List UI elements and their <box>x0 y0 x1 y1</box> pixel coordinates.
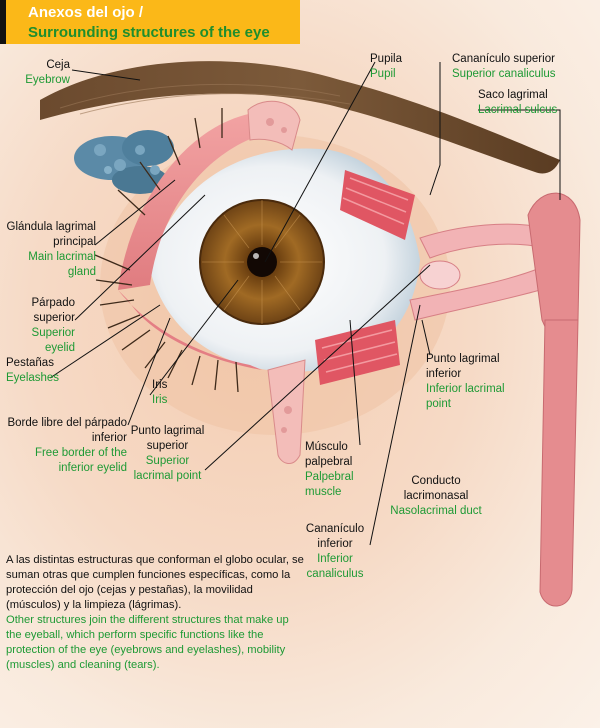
label-palpebral-muscle: Músculo palpebral Palpebral muscle <box>305 441 354 498</box>
upper-muscle-shape <box>340 170 415 240</box>
label-inferior-canaliculus: Cananículo inferior Inferior canaliculus <box>305 523 365 580</box>
label-eyelashes: Pestañas Eyelashes <box>6 357 60 384</box>
title-bar: Anexos del ojo / Surrounding structures … <box>0 0 300 44</box>
description-text: A las distintas estructuras que conforma… <box>6 553 306 673</box>
eyebrow-shape <box>40 61 560 174</box>
nasolacrimal-duct-shape <box>539 319 579 607</box>
label-lacrimal-gland: Glándula lagrimal principal Main lacrima… <box>6 221 97 278</box>
upper-eyelid-shape <box>118 112 270 290</box>
label-superior-eyelid: Párpado superior Superior eyelid <box>31 297 75 354</box>
label-iris: Iris Iris <box>152 379 168 406</box>
description-english: Other structures join the different stru… <box>6 614 289 671</box>
title-spanish: Anexos del ojo / <box>28 4 144 21</box>
label-inferior-lacrimal-point: Punto lagrimal inferior Inferior lacrima… <box>426 353 505 410</box>
pupil-shape <box>247 247 277 277</box>
description-spanish: A las distintas estructuras que conforma… <box>6 554 304 611</box>
label-eyebrow: Ceja Eyebrow <box>25 59 70 86</box>
title-english: Surrounding structures of the eye <box>28 24 270 41</box>
label-superior-canaliculus: Cananículo superior Superior canaliculus <box>452 53 556 80</box>
superior-canaliculus-shape <box>419 223 547 259</box>
label-free-border: Borde libre del párpado inferior Free bo… <box>7 417 127 474</box>
label-nasolacrimal-duct: Conducto lacrimonasal Nasolacrimal duct <box>390 475 482 517</box>
label-superior-lacrimal-point: Punto lagrimal superior Superior lacrima… <box>130 425 205 482</box>
label-lacrimal-sac: Saco lagrimal Lacrimal sulcus <box>478 89 558 116</box>
lacrimal-gland-shape <box>74 130 174 194</box>
label-pupil: Pupila Pupil <box>370 53 402 80</box>
